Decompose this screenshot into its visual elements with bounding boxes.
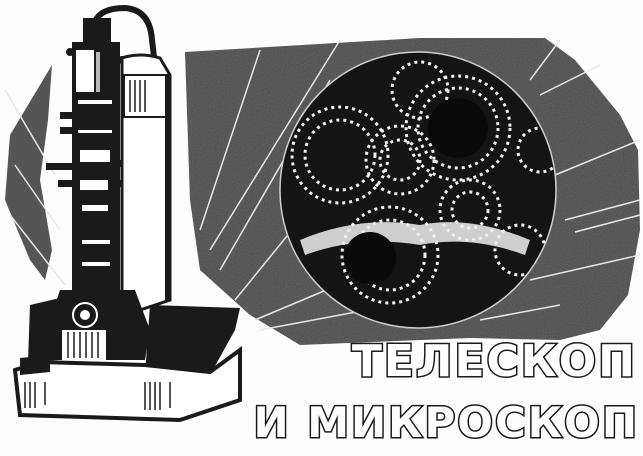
microscope bbox=[12, 4, 242, 423]
title-line-telescope: Телескоп bbox=[350, 335, 637, 389]
title-line-microscope: и микроскоп bbox=[252, 397, 639, 449]
light-rays bbox=[4, 39, 641, 331]
